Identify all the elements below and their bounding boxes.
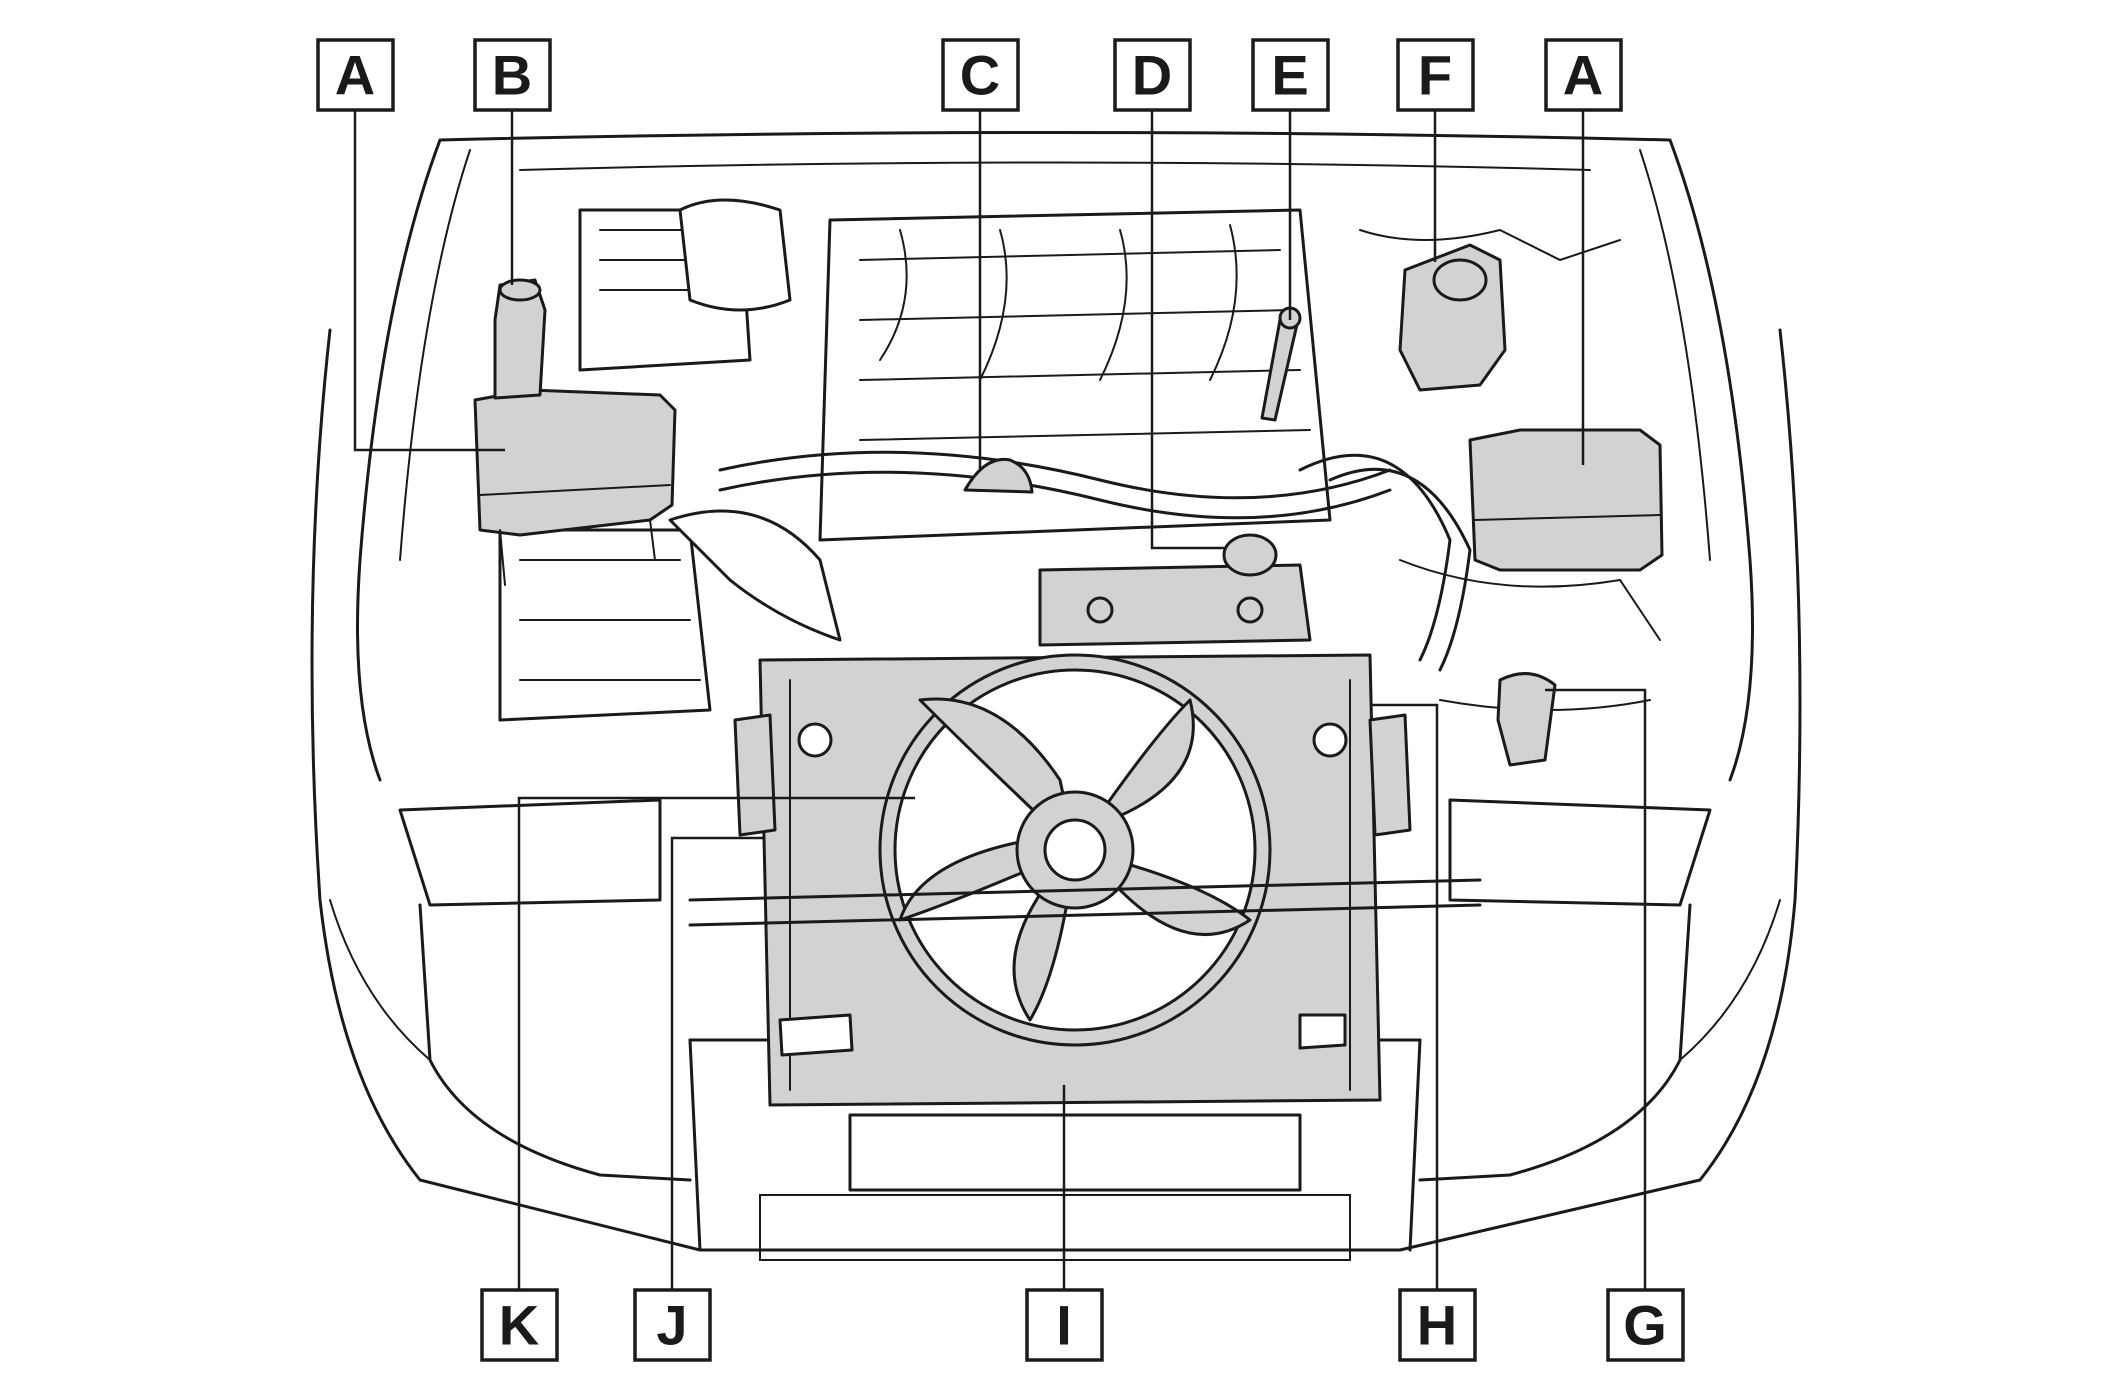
engine-components <box>498 198 1661 722</box>
callout-letter-B: B <box>492 44 532 107</box>
brake-fluid-reservoir <box>1398 243 1507 392</box>
power-steering-reservoir <box>1496 672 1557 767</box>
callout-letter-H: H <box>1417 1294 1457 1357</box>
callout-J: J <box>633 1288 712 1362</box>
fuse-box-left <box>473 388 677 586</box>
callout-B: B <box>473 38 552 112</box>
callout-D: D <box>1113 38 1192 112</box>
radiator-cap <box>1222 533 1278 577</box>
callout-H: H <box>1398 1288 1477 1362</box>
callout-letter-D: D <box>1132 44 1172 107</box>
callout-C: C <box>941 38 1020 112</box>
fuse-box-right <box>1468 428 1664 572</box>
callout-letter-A-left: A <box>335 44 375 107</box>
washer-reservoir <box>493 278 547 400</box>
callout-letter-A-right: A <box>1563 44 1603 107</box>
leader-lines <box>353 105 1647 1290</box>
callout-letter-F: F <box>1418 44 1452 107</box>
callout-K: K <box>480 1288 559 1362</box>
callout-letter-I: I <box>1056 1294 1072 1357</box>
callout-I: I <box>1025 1288 1104 1362</box>
callout-F: F <box>1396 38 1475 112</box>
callout-E: E <box>1251 38 1330 112</box>
callout-letter-K: K <box>499 1294 539 1357</box>
callout-letter-G: G <box>1623 1294 1667 1357</box>
callout-A-left: A <box>316 38 395 112</box>
radiator-assembly <box>688 653 1482 1107</box>
callout-A-right: A <box>1544 38 1623 112</box>
callout-letter-J: J <box>656 1294 687 1357</box>
callout-letter-E: E <box>1271 44 1308 107</box>
oil-filler-cap <box>963 457 1034 494</box>
callout-G: G <box>1606 1288 1685 1362</box>
callout-letter-C: C <box>960 44 1000 107</box>
